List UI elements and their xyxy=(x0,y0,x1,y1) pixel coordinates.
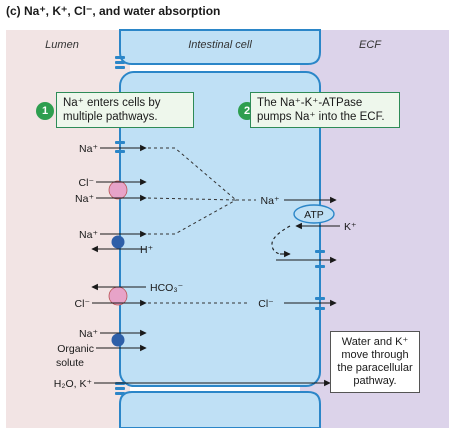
callout-step-1: Na⁺ enters cells by multiple pathways. xyxy=(56,92,194,128)
na-label-center: Na⁺ xyxy=(261,195,280,207)
solute-label: solute xyxy=(56,357,84,369)
basolateral-channels xyxy=(315,250,325,310)
water-k-label: H₂O, K⁺ xyxy=(54,378,93,390)
atp-label: ATP xyxy=(304,209,324,221)
paracellular-note: Water and K⁺ move through the paracellul… xyxy=(330,331,420,393)
organic-label: Organic xyxy=(57,343,94,355)
k-label: K⁺ xyxy=(344,221,357,233)
ecf-label: ECF xyxy=(359,39,382,51)
na-organic-solute-cotransporter xyxy=(111,333,125,347)
cl-label-2: Cl⁻ xyxy=(75,298,91,310)
lumen-label: Lumen xyxy=(45,39,79,51)
na-label-1: Na⁺ xyxy=(79,143,98,155)
na-pathway-dashes xyxy=(147,147,256,304)
na-cl-symporter xyxy=(108,180,128,200)
lumen-arrows xyxy=(91,144,331,387)
na-label-2: Na⁺ xyxy=(75,193,94,205)
na-label-3: Na⁺ xyxy=(79,229,98,241)
na-k-atpase-pump xyxy=(293,204,335,224)
intestinal-cell xyxy=(119,71,321,387)
callout-step-2-text: The Na⁺-K⁺-ATPase pumps Na⁺ into the ECF… xyxy=(257,97,385,123)
cl-label-center: Cl⁻ xyxy=(258,298,274,310)
na-h-exchanger xyxy=(111,235,125,249)
figure-title: (c) Na⁺, K⁺, Cl⁻, and water absorption xyxy=(6,4,221,18)
cell-bottom xyxy=(119,391,321,428)
callout-step-2: The Na⁺-K⁺-ATPase pumps Na⁺ into the ECF… xyxy=(250,92,400,128)
ecf-arrows xyxy=(284,196,337,307)
h-label: H⁺ xyxy=(140,244,154,256)
callout-step-1-text: Na⁺ enters cells by multiple pathways. xyxy=(63,97,161,123)
na-label-4: Na⁺ xyxy=(79,328,98,340)
cl-label-1: Cl⁻ xyxy=(79,177,95,189)
hco3-label: HCO₃⁻ xyxy=(150,282,184,294)
cl-hco3-exchanger xyxy=(108,286,128,306)
cell-label: Intestinal cell xyxy=(188,39,252,51)
k-return-dashes xyxy=(271,225,291,255)
step-1-badge: 1 xyxy=(36,102,54,120)
na-channel xyxy=(115,141,125,153)
paracellular-note-text: Water and K⁺ move through the paracellul… xyxy=(337,336,413,387)
